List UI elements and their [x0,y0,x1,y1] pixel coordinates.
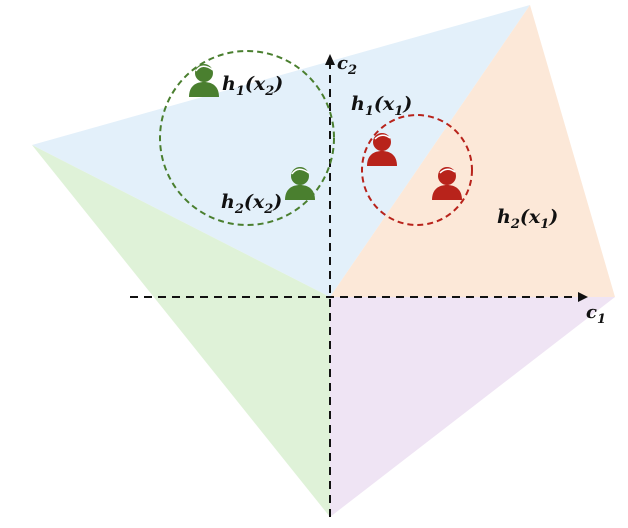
label-h2-x2: h2(x2) [221,191,282,217]
person-icon [367,133,397,166]
person-icon [285,167,315,200]
region-lower-left [32,145,330,517]
y-axis-arrowhead [325,54,335,65]
person-icon [189,64,219,97]
x-axis-arrowhead [578,292,588,302]
group-x2-circle [159,50,335,226]
group-x1-circle [361,114,473,226]
label-h1-x2: h1(x2) [222,73,283,99]
person-icon [432,167,462,200]
region-upper-left [32,5,530,297]
x-axis-label: c1 [586,302,606,327]
label-h1-x1: h1(x1) [351,93,412,119]
region-upper-right [330,5,615,297]
region-lower-right [330,297,615,517]
label-h2-x1: h2(x1) [497,206,558,232]
y-axis-label: c2 [337,53,357,78]
